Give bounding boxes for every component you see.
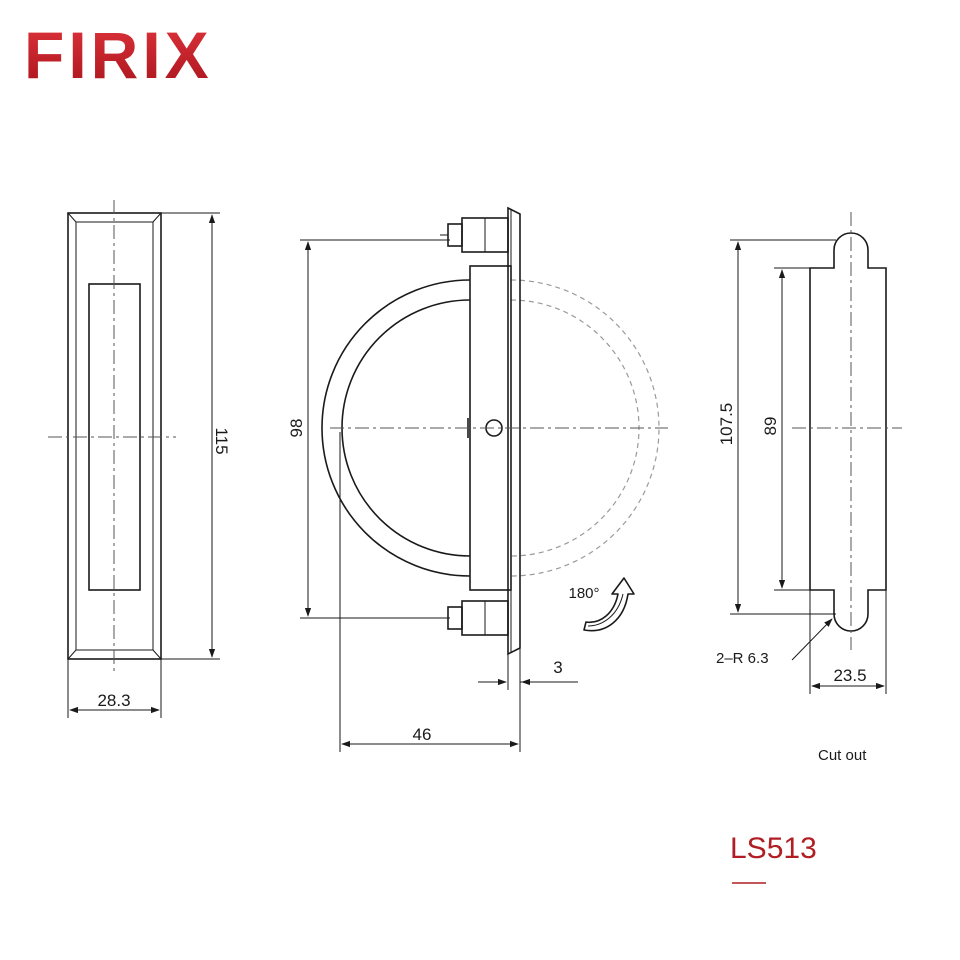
plate-thickness-label: 3 (553, 658, 562, 677)
front-view: 115 28.3 (48, 200, 231, 718)
brand-logo: FIRIX (24, 18, 213, 92)
cutout-inner-height-label: 89 (761, 417, 780, 436)
front-height-label: 115 (212, 427, 231, 454)
top-screw (440, 217, 509, 253)
cutout-radius-label: 2–R 6.3 (716, 650, 769, 667)
handle-height-label: 98 (287, 419, 306, 438)
rotate-arrow-icon (583, 577, 635, 632)
cutout-view: 107.5 89 2–R 6.3 23.5 Cut out (716, 212, 902, 764)
rotation-label: 180° (568, 585, 599, 602)
cutout-overall-height-label: 107.5 (717, 403, 736, 446)
side-view: 98 46 3 180° (287, 206, 668, 752)
handle-depth-label: 46 (413, 725, 432, 744)
cutout-caption: Cut out (818, 747, 867, 764)
bottom-screw (440, 600, 509, 636)
front-width-label: 28.3 (97, 691, 130, 710)
model-code: LS513 (730, 832, 817, 865)
cutout-width-label: 23.5 (833, 666, 866, 685)
